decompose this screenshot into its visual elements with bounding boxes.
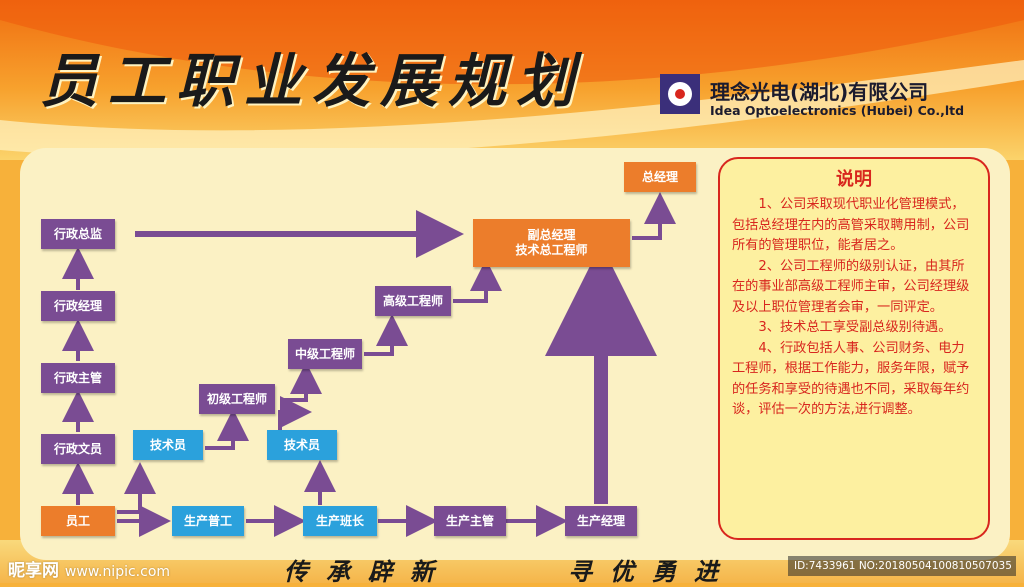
watermark-id: ID:7433961 NO:20180504100810507035 <box>788 556 1016 576</box>
node-senior-engineer: 高级工程师 <box>375 286 451 316</box>
note-item-4: 4、行政包括人事、公司财务、电力工程师，根据工作能力，服务年限，赋予的任务和享受… <box>732 340 970 418</box>
node-deputy-gm: 副总经理 技术总工程师 <box>473 219 630 267</box>
note-item-2: 2、公司工程师的级别认证，由其所在的事业部高级工程师主审，公司经理级及以上职位管… <box>732 258 970 315</box>
arrow-junior-to-mid <box>280 362 322 402</box>
node-admin-manager: 行政经理 <box>41 291 115 321</box>
watermark-site: www.nipic.com <box>64 564 171 580</box>
note-item-1: 1、公司采取现代职业化管理模式，包括总经理在内的高管采取聘用制，公司所有的管理职… <box>732 197 970 253</box>
node-production-manager: 生产经理 <box>565 506 637 536</box>
node-general-manager: 总经理 <box>624 162 696 192</box>
node-deputy-gm-line1: 副总经理 <box>527 228 576 242</box>
node-mid-engineer: 中级工程师 <box>288 339 362 369</box>
node-production-team-leader: 生产班长 <box>303 506 377 536</box>
node-production-supervisor: 生产主管 <box>434 506 506 536</box>
arrow-employee-to-technician <box>117 462 156 514</box>
page-title: 员工职业发展规划 <box>40 47 585 115</box>
node-technician-2: 技术员 <box>267 430 337 460</box>
notes-title: 说明 <box>836 169 872 190</box>
slogan-right: 寻优勇进 <box>568 557 736 586</box>
arrow-group <box>62 192 676 537</box>
arrow-deputy-to-gm <box>632 192 676 240</box>
watermark-brand: 昵享网 <box>8 561 59 581</box>
slogan-left: 传承辟新 <box>284 557 452 586</box>
node-production-worker: 生产普工 <box>172 506 244 536</box>
notes-box: 说明 1、公司采取现代职业化管理模式，包括总经理在内的高管采取聘用制，公司所有的… <box>718 157 990 540</box>
company-name-en: Idea Optoelectronics (Hubei) Co.,ltd <box>710 103 965 118</box>
node-admin-director: 行政总监 <box>41 219 115 249</box>
arrow-technician2-to-junior <box>278 396 312 430</box>
node-deputy-gm-line2: 技术总工程师 <box>515 243 588 257</box>
node-admin-clerk: 行政文员 <box>41 434 115 464</box>
company-logo-icon <box>660 74 700 114</box>
company-name-cn: 理念光电(湖北)有限公司 <box>710 80 929 104</box>
watermark-left: 昵享网 www.nipic.com <box>8 556 170 581</box>
arrow-technician-to-junior <box>205 409 249 450</box>
arrow-mid-to-senior <box>364 314 408 356</box>
node-junior-engineer: 初级工程师 <box>199 384 275 414</box>
arrow-senior-to-deputy-gm <box>453 259 502 303</box>
note-item-3: 3、技术总工享受副总级别待遇。 <box>758 320 952 335</box>
node-employee: 员工 <box>41 506 115 536</box>
node-technician-1: 技术员 <box>133 430 203 460</box>
node-admin-supervisor: 行政主管 <box>41 363 115 393</box>
